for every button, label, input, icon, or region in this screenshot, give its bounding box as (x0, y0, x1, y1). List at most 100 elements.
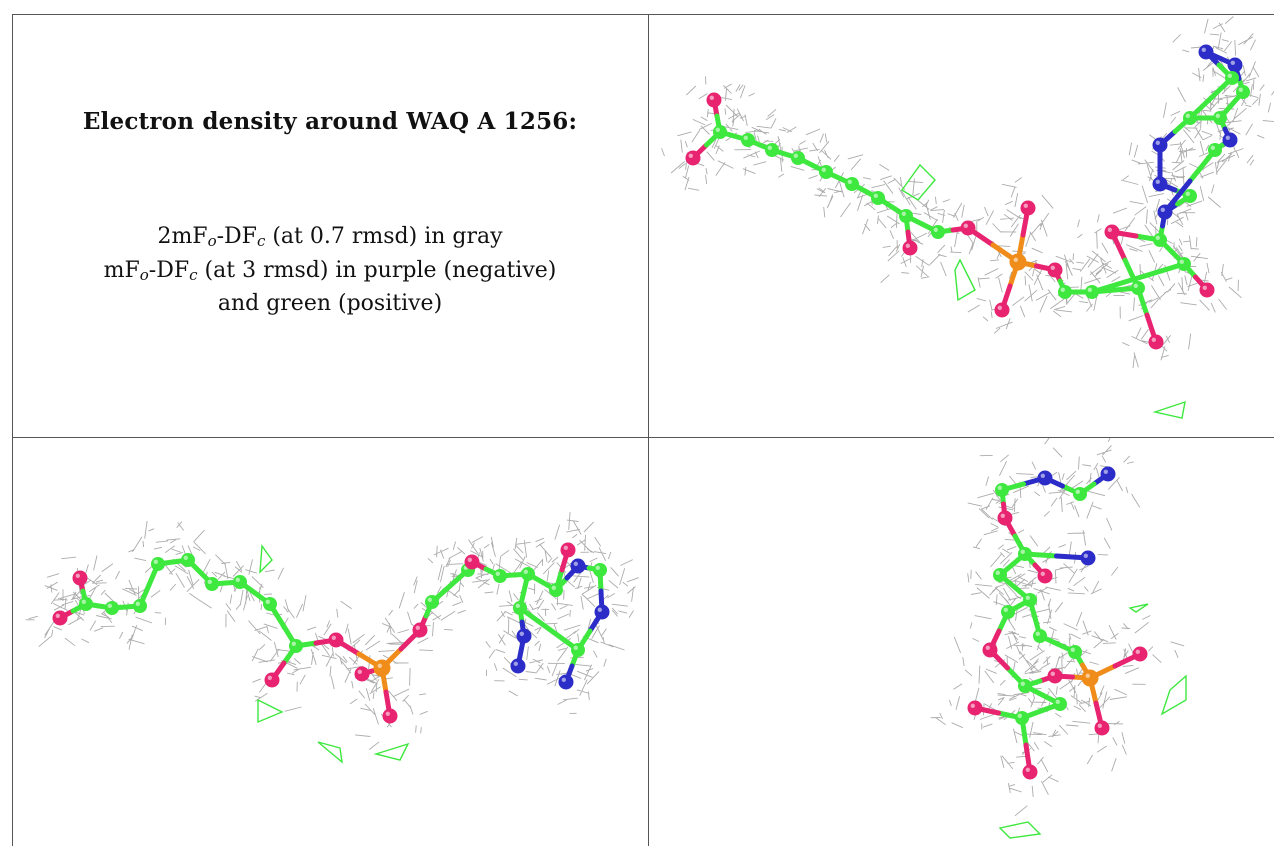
atom-c (133, 599, 147, 613)
atom-n (1100, 466, 1116, 482)
atom-o (1132, 646, 1148, 662)
atom-highlight (1155, 179, 1160, 184)
atom-c (1183, 189, 1197, 203)
atom-c (1213, 111, 1227, 125)
molecule-render (930, 438, 1187, 839)
atom-o (1020, 200, 1036, 216)
atom-highlight (1135, 649, 1140, 654)
atom-highlight (715, 127, 720, 132)
atom-o (72, 570, 88, 586)
atom-highlight (595, 565, 600, 570)
atom-highlight (467, 557, 472, 562)
atom-highlight (1155, 140, 1160, 145)
atom-highlight (207, 579, 212, 584)
atom-c (1068, 645, 1082, 659)
atom-c (425, 595, 439, 609)
atom-c (899, 209, 913, 223)
atom-o (1047, 262, 1063, 278)
atom-highlight (1087, 287, 1092, 292)
atom-highlight (515, 603, 520, 608)
atom-c (1018, 679, 1032, 693)
atom-highlight (563, 545, 568, 550)
atom-o (967, 700, 983, 716)
table-horizontal-divider (12, 437, 1274, 438)
atom-highlight (688, 153, 693, 158)
atom-highlight (1201, 47, 1206, 52)
atom-highlight (1107, 227, 1112, 232)
atom-o (328, 632, 344, 648)
atom-highlight (1227, 73, 1232, 78)
atom-c (993, 568, 1007, 582)
atom-c (819, 165, 833, 179)
density-mesh-lines (25, 511, 639, 750)
atom-highlight (1060, 287, 1065, 292)
atom-c (765, 143, 779, 157)
atom-highlight (561, 677, 566, 682)
atom-n (1222, 132, 1238, 148)
atom-n (516, 628, 532, 644)
atom-c (1085, 285, 1099, 299)
atom-highlight (743, 135, 748, 140)
atom-highlight (1210, 145, 1215, 150)
atom-highlight (1050, 265, 1055, 270)
atom-c (871, 191, 885, 205)
atom-n (510, 658, 526, 674)
table-vertical-divider (648, 14, 649, 846)
atom-highlight (573, 561, 578, 566)
atom-highlight (1000, 513, 1005, 518)
atom-o (560, 542, 576, 558)
atom-highlight (523, 569, 528, 574)
atom-o (52, 610, 68, 626)
atom-c (105, 601, 119, 615)
atom-c (205, 577, 219, 591)
atom-c (713, 125, 727, 139)
caption-line-mfo: mFo-DFc (at 3 rmsd) in purple (negative) (103, 258, 557, 284)
atom-c (79, 597, 93, 611)
atom-highlight (1040, 571, 1045, 576)
atom-highlight (985, 645, 990, 650)
atom-highlight (1238, 87, 1243, 93)
positive-density-blob (259, 544, 273, 574)
atom-c (1177, 257, 1191, 271)
atom-highlight (1025, 767, 1030, 772)
positive-density-blob (954, 258, 976, 302)
atom-c (1131, 281, 1145, 295)
atom-highlight (1230, 60, 1235, 65)
atom-highlight (970, 703, 975, 708)
atom-c (1001, 605, 1015, 619)
atom-c (1183, 111, 1197, 125)
atom-highlight (81, 599, 87, 604)
atom-highlight (1083, 553, 1088, 558)
density-mesh (25, 511, 639, 750)
caption-cell: Electron density around WAQ A 1256: 2mFo… (12, 14, 648, 437)
atom-highlight (377, 663, 382, 668)
atom-c (593, 563, 607, 577)
atom-c (151, 557, 165, 571)
density-view-bottom-right (649, 438, 1274, 846)
positive-density-blob (317, 741, 343, 764)
atom-highlight (1215, 113, 1220, 119)
atom-c (513, 601, 527, 615)
atom-highlight (265, 599, 270, 604)
atom-c (549, 583, 563, 597)
positive-density-blob (998, 821, 1042, 839)
atom-c (493, 569, 507, 583)
table-top-border (12, 14, 1274, 15)
atom-highlight (267, 675, 272, 680)
atom-highlight (415, 625, 420, 630)
atom-c (1208, 143, 1222, 157)
atom-n (1152, 176, 1168, 192)
atom-c (1053, 697, 1067, 711)
atom-highlight (1055, 699, 1060, 704)
atom-n (1157, 204, 1173, 220)
atom-highlight (357, 669, 362, 674)
atom-o (1047, 668, 1063, 684)
atom-o (1148, 334, 1164, 350)
atom-o (994, 302, 1010, 318)
atom-highlight (1075, 489, 1080, 494)
atom-c (1225, 71, 1239, 85)
atom-c (1058, 285, 1072, 299)
molecule-render (25, 511, 639, 764)
atom-highlight (1133, 283, 1138, 288)
atom-n (1152, 137, 1168, 153)
